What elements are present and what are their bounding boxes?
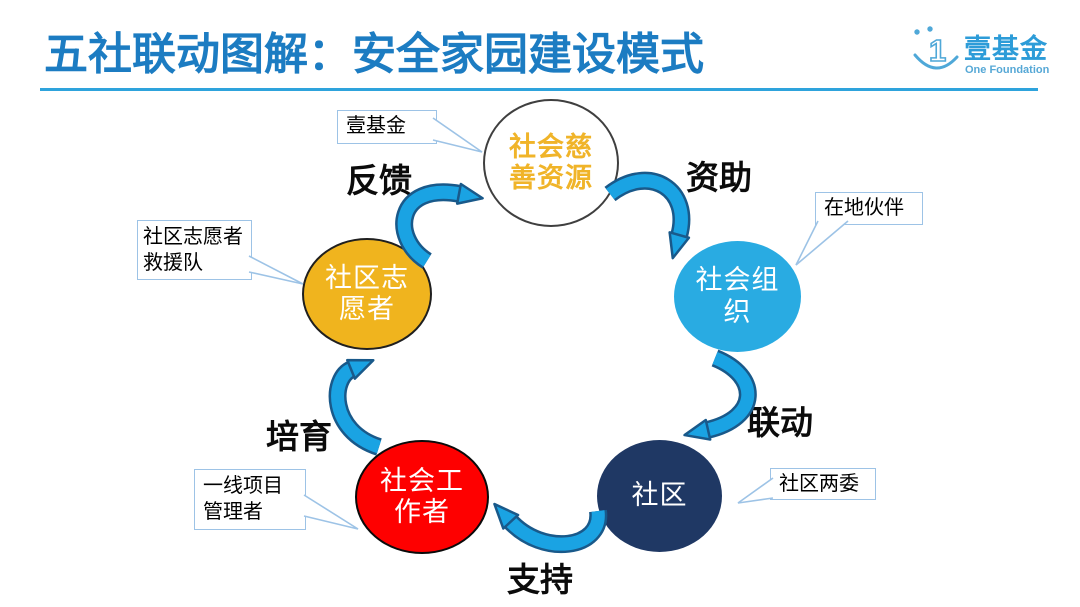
header-divider	[40, 88, 1038, 91]
callout-community-two-committees: 社区两委	[770, 468, 876, 500]
callout-text: 救援队	[143, 252, 203, 274]
node-label: 社会工 作者	[380, 466, 464, 528]
callout-pointer-project-manager	[303, 494, 359, 530]
node-label-line: 社区	[631, 480, 688, 512]
callout-pointer-local-partner	[795, 220, 849, 266]
arrow-funding	[604, 171, 691, 260]
arrow-cultivate	[328, 358, 383, 456]
callout-text: 在地伙伴	[824, 197, 904, 219]
node-community: 社区	[597, 440, 722, 552]
page-title: 五社联动图解：安全家园建设模式	[44, 30, 704, 79]
node-label: 社区	[632, 480, 688, 511]
callout-text: 社区两委	[779, 473, 859, 495]
edge-label-support: 支持	[507, 561, 573, 598]
node-label-line: 愿者	[339, 294, 395, 325]
logo-subtitle: One Foundation	[965, 64, 1050, 76]
node-label-line: 社会工	[380, 465, 464, 497]
node-label: 社会慈 善资源	[509, 132, 593, 194]
node-label-line: 作者	[394, 497, 450, 528]
node-label: 社区志 愿者	[325, 263, 409, 325]
node-social-charity-resources: 社会慈 善资源	[483, 99, 619, 227]
callout-text: 壹基金	[346, 115, 406, 137]
logo-name: 壹基金	[964, 33, 1048, 64]
callout-volunteer-rescue-team: 社区志愿者 救援队	[137, 220, 252, 280]
one-foundation-logo: 1 壹基金 One Foundation	[906, 22, 1058, 82]
edge-label-funding: 资助	[686, 159, 752, 196]
arrow-support	[493, 502, 608, 554]
callout-one-foundation: 壹基金	[337, 110, 437, 144]
edge-label-cultivate: 培育	[266, 418, 332, 455]
edge-label-feedback: 反馈	[346, 162, 412, 199]
node-community-volunteers: 社区志 愿者	[302, 238, 432, 350]
callout-frontline-project-manager: 一线项目 管理者	[194, 469, 306, 530]
node-label-line: 织	[723, 296, 752, 328]
node-label-line: 社区志	[325, 262, 409, 294]
arrow-linkage	[683, 349, 757, 441]
node-social-organizations: 社会组 织	[674, 241, 801, 352]
logo-numeral: 1	[929, 33, 946, 68]
logo-graphic: 1 壹基金 One Foundation	[913, 26, 1050, 76]
callout-pointer-one-foundation	[432, 117, 483, 153]
callout-pointer-rescue-team	[248, 255, 304, 285]
smiley-one-icon: 1	[913, 26, 959, 70]
node-label-line: 社会组	[695, 265, 780, 297]
node-social-workers: 社会工 作者	[355, 440, 489, 554]
callout-pointer-two-committees	[737, 477, 774, 504]
arrow-feedback	[395, 182, 484, 269]
callout-text: 一线项目	[203, 475, 283, 497]
callout-local-partner: 在地伙伴	[815, 192, 923, 225]
callout-text: 社区志愿者	[143, 226, 243, 248]
node-label-line: 社会慈	[509, 131, 593, 163]
edge-label-linkage: 联动	[747, 404, 813, 441]
node-label: 社会组 织	[696, 265, 780, 327]
callout-text: 管理者	[203, 501, 263, 523]
node-label-line: 善资源	[509, 163, 593, 194]
